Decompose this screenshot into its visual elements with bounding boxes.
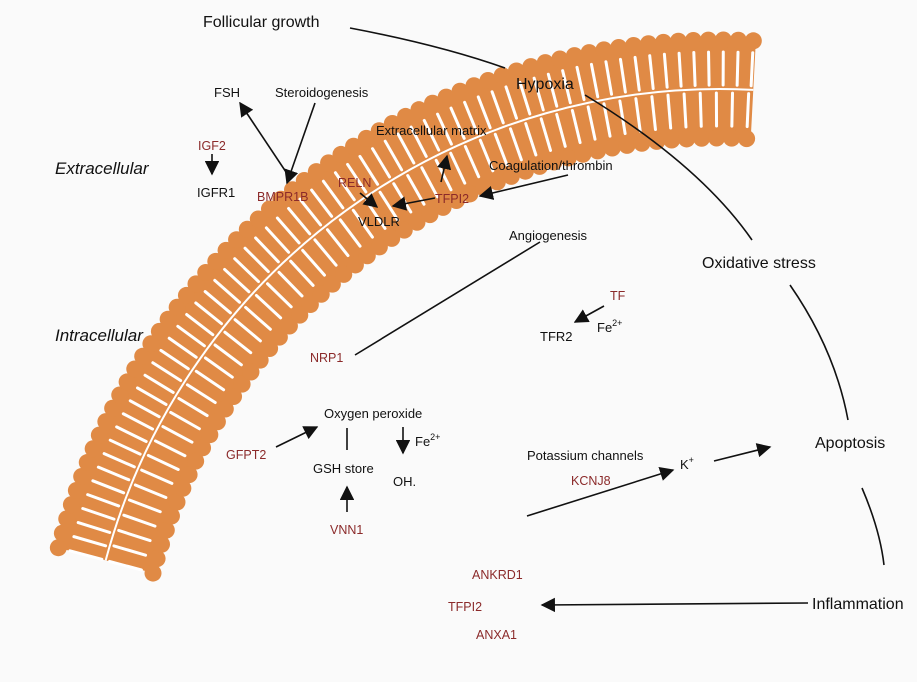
lipid-tail-outer [737,52,738,85]
lipid-head-outer [655,34,672,51]
lipid-tail-inner [732,93,733,126]
label-vldlr: VLDLR [358,214,400,229]
lipid-head-outer [581,44,598,61]
lipid-head-outer [745,32,762,49]
label-igfr1: IGFR1 [197,185,235,200]
arc-follicular-to-hypoxia [350,28,505,68]
label-potassium-channels: Potassium channels [527,448,644,463]
cell-membrane-bilayer [50,32,762,582]
line-nrp1-to-angiogenesis [355,242,540,355]
lipid-head-inner [678,130,695,147]
lipid-head-inner [663,131,680,148]
lipid-head-outer [670,33,687,50]
lipid-head-inner [145,565,162,582]
lipid-head-outer [50,539,67,556]
label-angiogenesis: Angiogenesis [509,228,588,243]
label-gsh-store: GSH store [313,461,374,476]
label-oh: OH. [393,474,416,489]
lipid-head-outer [537,54,554,71]
label-follicular-growth: Follicular growth [203,14,319,31]
gene-reln: RELN [338,176,371,190]
arrow-k-to-apoptosis [714,447,770,461]
arrow-igfr1-to-fsh [240,103,290,178]
gene-ankrd1: ANKRD1 [472,568,523,582]
gene-igf2: IGF2 [198,139,226,153]
label-extracellular-matrix: Extracellular matrix [376,123,487,138]
lipid-head-inner [738,130,755,147]
lipid-head-outer [522,58,539,75]
lipid-head-outer [685,32,702,49]
gene-bmpr1b: BMPR1B [257,190,308,204]
gene-tfpi2-top: TFPI2 [435,192,469,206]
arrow-gfpt2-to-oxygen-peroxide [276,427,317,447]
lipid-head-outer [566,47,583,64]
label-oxygen-peroxide: Oxygen peroxide [324,406,422,421]
lipid-head-outer [640,35,657,52]
lipid-head-inner [619,137,636,154]
lipid-head-outer [715,32,732,49]
lipid-head-outer [610,39,627,56]
lipid-head-outer [54,525,71,542]
gene-anxa1: ANXA1 [476,628,517,642]
gene-kcnj8: KCNJ8 [571,474,611,488]
label-fe-mid: Fe2+ [415,432,440,449]
lipid-tail-outer [751,53,753,86]
label-oxidative-stress: Oxidative stress [702,255,816,272]
label-fe-top: Fe2+ [597,318,622,335]
lipid-tail-inner [747,94,748,127]
arc-oxidative-to-apoptosis [790,285,848,420]
label-coagulation-thrombin: Coagulation/thrombin [489,158,613,173]
lipid-head-inner [149,550,166,567]
gene-gfpt2: GFPT2 [226,448,266,462]
label-tfr2: TFR2 [540,329,573,344]
label-hypoxia: Hypoxia [516,76,574,93]
lipid-head-inner [693,130,710,147]
gene-nrp1: NRP1 [310,351,343,365]
lipid-head-inner [604,139,621,156]
lipid-tail-inner [684,94,686,127]
lipid-head-outer [595,41,612,58]
label-inflammation: Inflammation [812,596,904,613]
gene-vnn1: VNN1 [330,523,363,537]
label-k: K+ [680,455,694,472]
lipid-tail-outer [709,52,710,85]
label-apoptosis: Apoptosis [815,435,885,452]
lipid-tail-outer [679,53,681,86]
arrow-inflammation-to-genes [542,603,808,605]
arc-apoptosis-to-inflammation [862,488,884,565]
label-extracellular: Extracellular [55,159,150,178]
label-steroidogenesis: Steroidogenesis [275,85,369,100]
lipid-head-inner [723,130,740,147]
lipid-head-outer [700,32,717,49]
gene-tf: TF [610,289,626,303]
lipid-head-outer [730,32,747,49]
label-intracellular: Intracellular [55,326,144,345]
lipid-head-inner [589,142,606,159]
lipid-head-inner [648,133,665,150]
lipid-head-outer [551,50,568,67]
lipid-head-inner [708,130,725,147]
gene-tfpi2-bottom: TFPI2 [448,600,482,614]
lipid-tail-inner [700,93,701,126]
lipid-head-outer [625,37,642,54]
label-fsh: FSH [214,85,240,100]
lipid-tail-outer [694,53,695,86]
